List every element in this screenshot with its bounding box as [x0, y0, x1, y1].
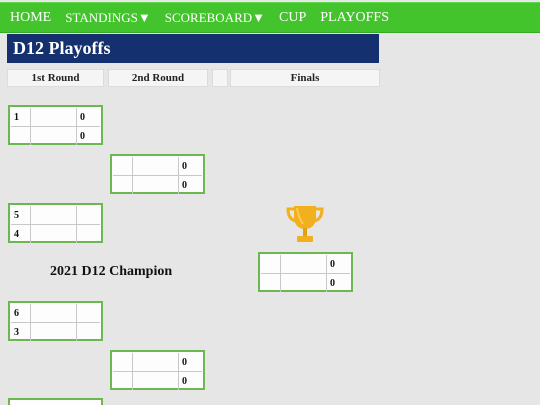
nav-standings[interactable]: STANDINGS▼	[65, 9, 151, 25]
score: 0	[330, 277, 335, 289]
seed: 1	[11, 108, 31, 126]
team-name[interactable]	[133, 176, 179, 194]
nav-cup[interactable]: CUP	[279, 9, 307, 25]
score: 0	[182, 160, 187, 172]
seed: 5	[11, 206, 31, 224]
matchup-r2-2[interactable]: 0 0	[110, 350, 205, 390]
seed: 4	[11, 225, 31, 243]
team-name[interactable]	[281, 274, 327, 292]
matchup-r1-3[interactable]: 6 3	[8, 301, 103, 341]
nav-scoreboard[interactable]: SCOREBOARD▼	[164, 9, 266, 25]
score: 0	[80, 130, 85, 142]
team-name[interactable]	[31, 323, 77, 341]
score	[77, 304, 100, 322]
matchup-row: 0	[261, 274, 350, 292]
matchup-r1-1[interactable]: 1 0 0	[8, 105, 103, 145]
seed	[113, 372, 133, 390]
seed	[261, 274, 281, 292]
matchup-row: 4	[11, 225, 100, 243]
team-name[interactable]	[133, 372, 179, 390]
score: 0	[182, 375, 187, 387]
matchup-row: 1 0	[11, 108, 100, 127]
matchup-final[interactable]: 0 0	[258, 252, 353, 292]
matchup-r1-4[interactable]	[8, 398, 103, 405]
score	[77, 206, 100, 224]
seed: 6	[11, 304, 31, 322]
round-header-1st: 1st Round	[7, 69, 104, 87]
seed: 3	[11, 323, 31, 341]
trophy-icon	[285, 203, 325, 250]
score: 0	[80, 111, 85, 123]
nav-home[interactable]: HOME	[10, 9, 52, 25]
matchup-row: 0	[11, 127, 100, 145]
seed	[113, 353, 133, 371]
matchup-row: 6	[11, 304, 100, 323]
matchup-row: 3	[11, 323, 100, 341]
matchup-r2-1[interactable]: 0 0	[110, 154, 205, 194]
team-name[interactable]	[31, 225, 77, 243]
seed	[261, 255, 281, 273]
round-header-2nd: 2nd Round	[108, 69, 208, 87]
seed	[113, 157, 133, 175]
matchup-row: 5	[11, 206, 100, 225]
score: 0	[182, 356, 187, 368]
seed	[113, 176, 133, 194]
score: 0	[330, 258, 335, 270]
score	[77, 323, 100, 341]
team-name[interactable]	[31, 304, 77, 322]
matchup-row: 0	[113, 372, 202, 390]
top-navigation: HOME STANDINGS▼ SCOREBOARD▼ CUP PLAYOFFS	[0, 2, 540, 33]
team-name[interactable]	[31, 206, 77, 224]
team-name[interactable]	[133, 353, 179, 371]
champion-label: 2021 D12 Champion	[50, 264, 173, 279]
team-name[interactable]	[31, 127, 77, 145]
matchup-row: 0	[261, 255, 350, 274]
team-name[interactable]	[133, 157, 179, 175]
page-title: D12 Playoffs	[7, 34, 379, 63]
matchup-row: 0	[113, 176, 202, 194]
matchup-row: 0	[113, 353, 202, 372]
team-name[interactable]	[31, 108, 77, 126]
score	[77, 225, 100, 243]
nav-playoffs[interactable]: PLAYOFFS	[320, 9, 389, 25]
matchup-r1-2[interactable]: 5 4	[8, 203, 103, 243]
round-header-spacer	[212, 69, 228, 87]
team-name[interactable]	[281, 255, 327, 273]
score: 0	[182, 179, 187, 191]
matchup-row: 0	[113, 157, 202, 176]
round-header-finals: Finals	[230, 69, 380, 87]
seed	[11, 127, 31, 145]
